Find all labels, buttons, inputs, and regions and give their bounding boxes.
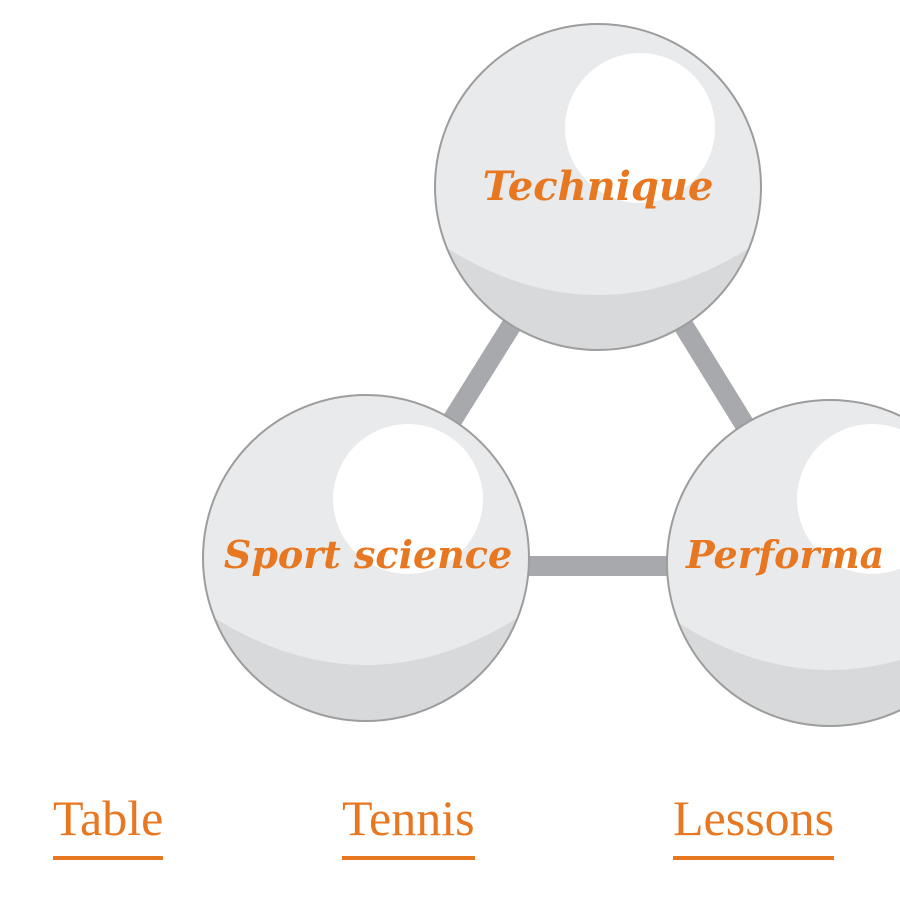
footer-link-label: Table — [53, 790, 164, 846]
footer-link-label: Lessons — [673, 790, 835, 846]
footer-link-lessons[interactable]: Lessons — [673, 788, 835, 860]
highlight-icon — [333, 424, 483, 574]
underline — [673, 856, 835, 860]
highlight-icon — [797, 424, 900, 574]
underline — [342, 856, 475, 860]
node-technique[interactable]: Technique — [398, 23, 798, 360]
node-sport-science[interactable]: Sport science — [188, 394, 544, 730]
highlight-icon — [565, 53, 715, 203]
node-performance[interactable]: Performa — [652, 399, 900, 735]
underline — [53, 856, 164, 860]
footer-link-table[interactable]: Table — [53, 788, 164, 860]
node-label-technique: Technique — [483, 163, 714, 210]
node-label-performance: Performa — [685, 532, 884, 577]
footer-link-tennis[interactable]: Tennis — [342, 788, 475, 860]
footer-link-label: Tennis — [342, 790, 475, 846]
node-label-sport-science: Sport science — [224, 532, 512, 577]
